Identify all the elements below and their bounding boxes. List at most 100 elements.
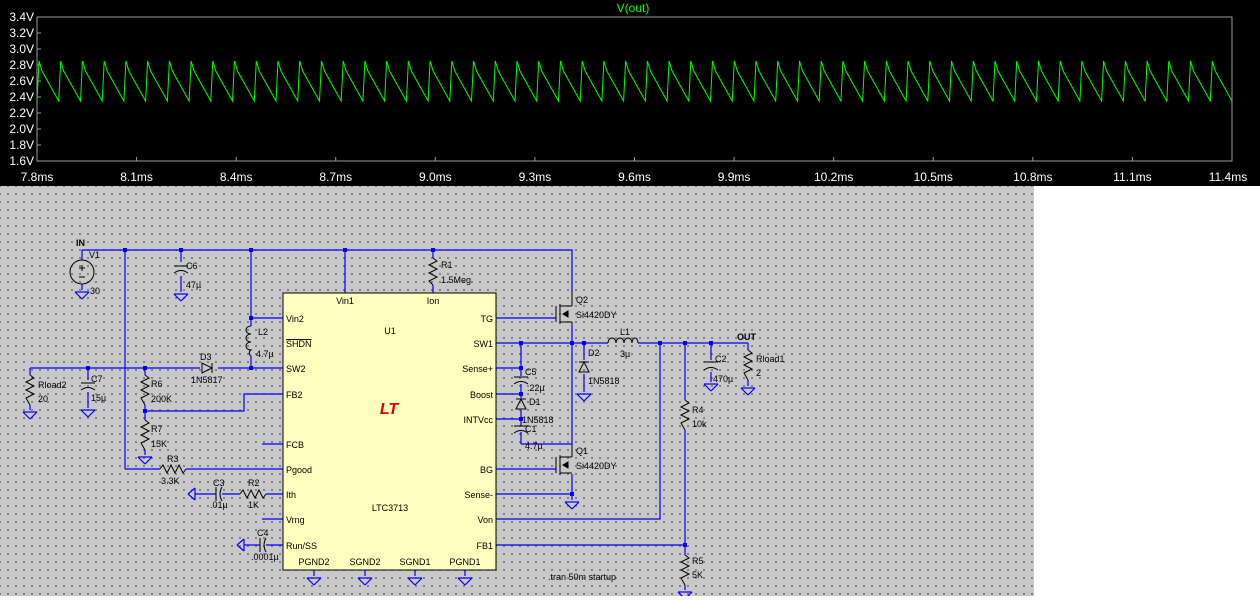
rload1-ref: Rload1 [756,354,785,364]
pin-fb1: FB1 [476,541,493,551]
c1-capacitor[interactable] [513,425,529,434]
q1-ref: Q1 [576,446,588,456]
r2-resistor[interactable] [239,488,267,500]
rload2-value: 20 [38,394,48,404]
r6-resistor[interactable] [139,374,151,406]
d1-value: 1N5818 [522,415,554,425]
x-tick-label: 11.1ms [1113,170,1151,184]
c5-capacitor[interactable] [513,376,529,385]
lt-logo-icon: LT [380,401,400,418]
x-tick-label: 8.4ms [220,170,253,184]
r3-resistor[interactable] [159,463,187,475]
q2-value: Si4420DY [576,310,617,320]
c3-ref: C3 [213,478,225,488]
pin-sw2: SW2 [286,364,306,374]
pin-pgnd2: PGND2 [298,557,329,567]
r2-ref: R2 [248,478,260,488]
spice-directive[interactable]: .tran 50m startup [548,572,616,582]
pin-sgnd1: SGND1 [399,557,430,567]
pin-vrng: Vrng [286,515,305,525]
c3-capacitor[interactable] [215,486,223,502]
c6-capacitor[interactable] [173,265,189,274]
empty-area [1034,186,1260,596]
pin-run-ss: Run/SS [286,541,317,551]
d1-diode[interactable] [515,397,527,410]
r3-value: 3.3K [161,476,180,486]
plot-frame [36,16,1233,162]
v1-ref: V1 [89,250,100,260]
d2-diode[interactable] [578,360,590,373]
r7-resistor[interactable] [139,419,151,451]
l1-ref: L1 [620,327,630,337]
c7-capacitor[interactable] [80,382,96,391]
c2-capacitor[interactable] [703,361,719,371]
ic-part: LTC3713 [372,503,408,513]
pin-bg: BG [480,465,493,475]
pin-pgood: Pgood [286,465,312,475]
rload2-resistor[interactable] [24,374,36,406]
l1-value: 3µ [620,349,630,359]
wires [29,249,749,590]
c5-value: .22µ [527,383,545,393]
q1-mosfet[interactable] [555,444,573,475]
v1-value: 30 [90,286,100,296]
y-tick-label: 3.4V [9,10,34,24]
c4-capacitor[interactable] [259,537,267,553]
ltc3713-ic[interactable] [282,292,497,571]
d2-value: 1N5818 [588,376,620,386]
y-tick-label: 1.8V [9,138,34,152]
l2-value: 4.7µ [256,349,274,359]
r1-resistor[interactable] [427,257,439,286]
pin-intvcc: INTVcc [463,415,493,425]
net-in: IN [76,238,85,248]
rload1-resistor[interactable] [742,349,754,381]
x-tick-label: 9.6ms [618,170,651,184]
pin-fcb: FCB [286,440,304,450]
pin-fb2: FB2 [286,390,303,400]
x-tick-label: 10.5ms [914,170,953,184]
r3-ref: R3 [167,454,179,464]
r6-ref: R6 [151,379,163,389]
d3-diode[interactable] [201,362,214,374]
d1-ref: D1 [529,397,541,407]
x-tick-label: 9.3ms [519,170,552,184]
trace-title[interactable]: V(out) [617,1,650,15]
r1-value: 1.5Meg [441,275,471,285]
c7-value: 15µ [91,393,106,403]
vout-trace[interactable] [36,60,1233,103]
pin-ith: Ith [286,490,296,500]
pin-shdn: SHDN [286,339,312,349]
d3-ref: D3 [200,352,212,362]
x-tick-label: 9.0ms [419,170,452,184]
r5-resistor[interactable] [679,554,691,586]
y-tick-label: 1.6V [9,154,34,168]
y-axis: 3.4V3.2V3.0V2.8V2.6V2.4V2.2V2.0V1.8V1.6V [9,10,34,168]
q2-mosfet[interactable] [555,292,573,326]
v1-source[interactable] [69,259,95,285]
l1-inductor[interactable] [607,337,639,344]
r7-ref: R7 [151,424,163,434]
y-tick-label: 3.0V [9,42,34,56]
x-tick-label: 8.1ms [120,170,153,184]
y-tick-label: 3.2V [9,26,34,40]
net-out: OUT [737,332,757,342]
y-tick-label: 2.4V [9,90,34,104]
junctions [86,248,713,547]
pin-sgnd2: SGND2 [349,557,380,567]
l2-ref: L2 [258,327,268,337]
x-tick-label: 9.9ms [718,170,751,184]
y-tick-label: 2.0V [9,122,34,136]
c2-ref: C2 [715,354,727,364]
x-tick-label: 8.7ms [319,170,352,184]
component-labels: IN OUT V1 30 C6 47µ R1 1.5Meg L2 4.7µ D3… [38,238,785,582]
c4-value: .0001µ [251,552,279,562]
r4-resistor[interactable] [679,399,691,431]
r1-ref: R1 [441,260,453,270]
pin-vin2: Vin2 [286,314,304,324]
schematic-pane[interactable]: Vin1 Ion Vin2 SHDN SW2 FB2 FCB Pgood Ith… [0,186,1034,600]
l2-inductor[interactable] [245,325,253,357]
x-tick-label: 10.8ms [1013,170,1052,184]
pin-sense-minus: Sense- [464,490,493,500]
